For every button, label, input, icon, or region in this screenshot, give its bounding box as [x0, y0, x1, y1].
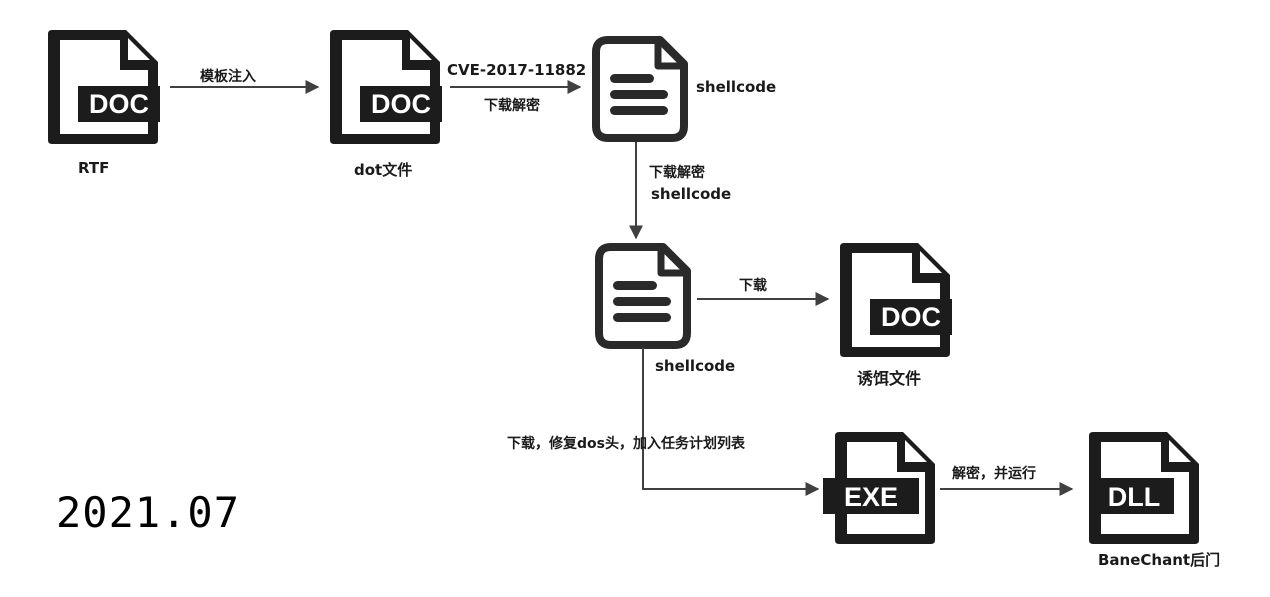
dll-badge: DLL — [1108, 482, 1160, 512]
node-label-dot: dot文件 — [354, 161, 413, 179]
exe-badge: EXE — [844, 482, 898, 512]
edge-label-download-decrypt: 下载解密 — [649, 165, 705, 181]
edge-label-download-fix-schedule: 下载，修复dos头，加入任务计划列表 — [507, 436, 745, 452]
date-label: 2021.07 — [56, 488, 241, 537]
exe-file-icon: EXE — [823, 432, 935, 544]
doc-badge: DOC — [371, 89, 431, 119]
edge-label-decrypt-run: 解密，并运行 — [952, 466, 1036, 482]
node-label-shellcode: shellcode — [696, 78, 777, 96]
node-label-shellcode: shellcode — [655, 357, 736, 375]
arrow-shellcode-to-exe — [642, 347, 820, 496]
dll-file-icon: DLL — [1089, 432, 1199, 544]
edge-label-shellcode: shellcode — [651, 185, 732, 203]
doc-file-icon: DOC — [48, 30, 160, 144]
node-label-backdoor: BaneChant后门 — [1098, 551, 1221, 569]
edge-label-download-decrypt: 下载解密 — [484, 98, 540, 114]
doc-badge: DOC — [89, 89, 149, 119]
doc-file-icon: DOC — [330, 30, 442, 144]
edge-label-download: 下载 — [739, 278, 767, 294]
doc-file-icon: DOC — [840, 243, 952, 357]
text-document-icon — [595, 243, 691, 349]
text-document-icon — [592, 36, 688, 142]
doc-badge: DOC — [881, 302, 941, 332]
node-label-rtf: RTF — [78, 159, 110, 177]
node-label-decoy: 诱饵文件 — [857, 369, 922, 388]
edge-label-template-injection: 模板注入 — [200, 69, 256, 85]
edge-label-cve: CVE-2017-11882 — [447, 61, 587, 79]
